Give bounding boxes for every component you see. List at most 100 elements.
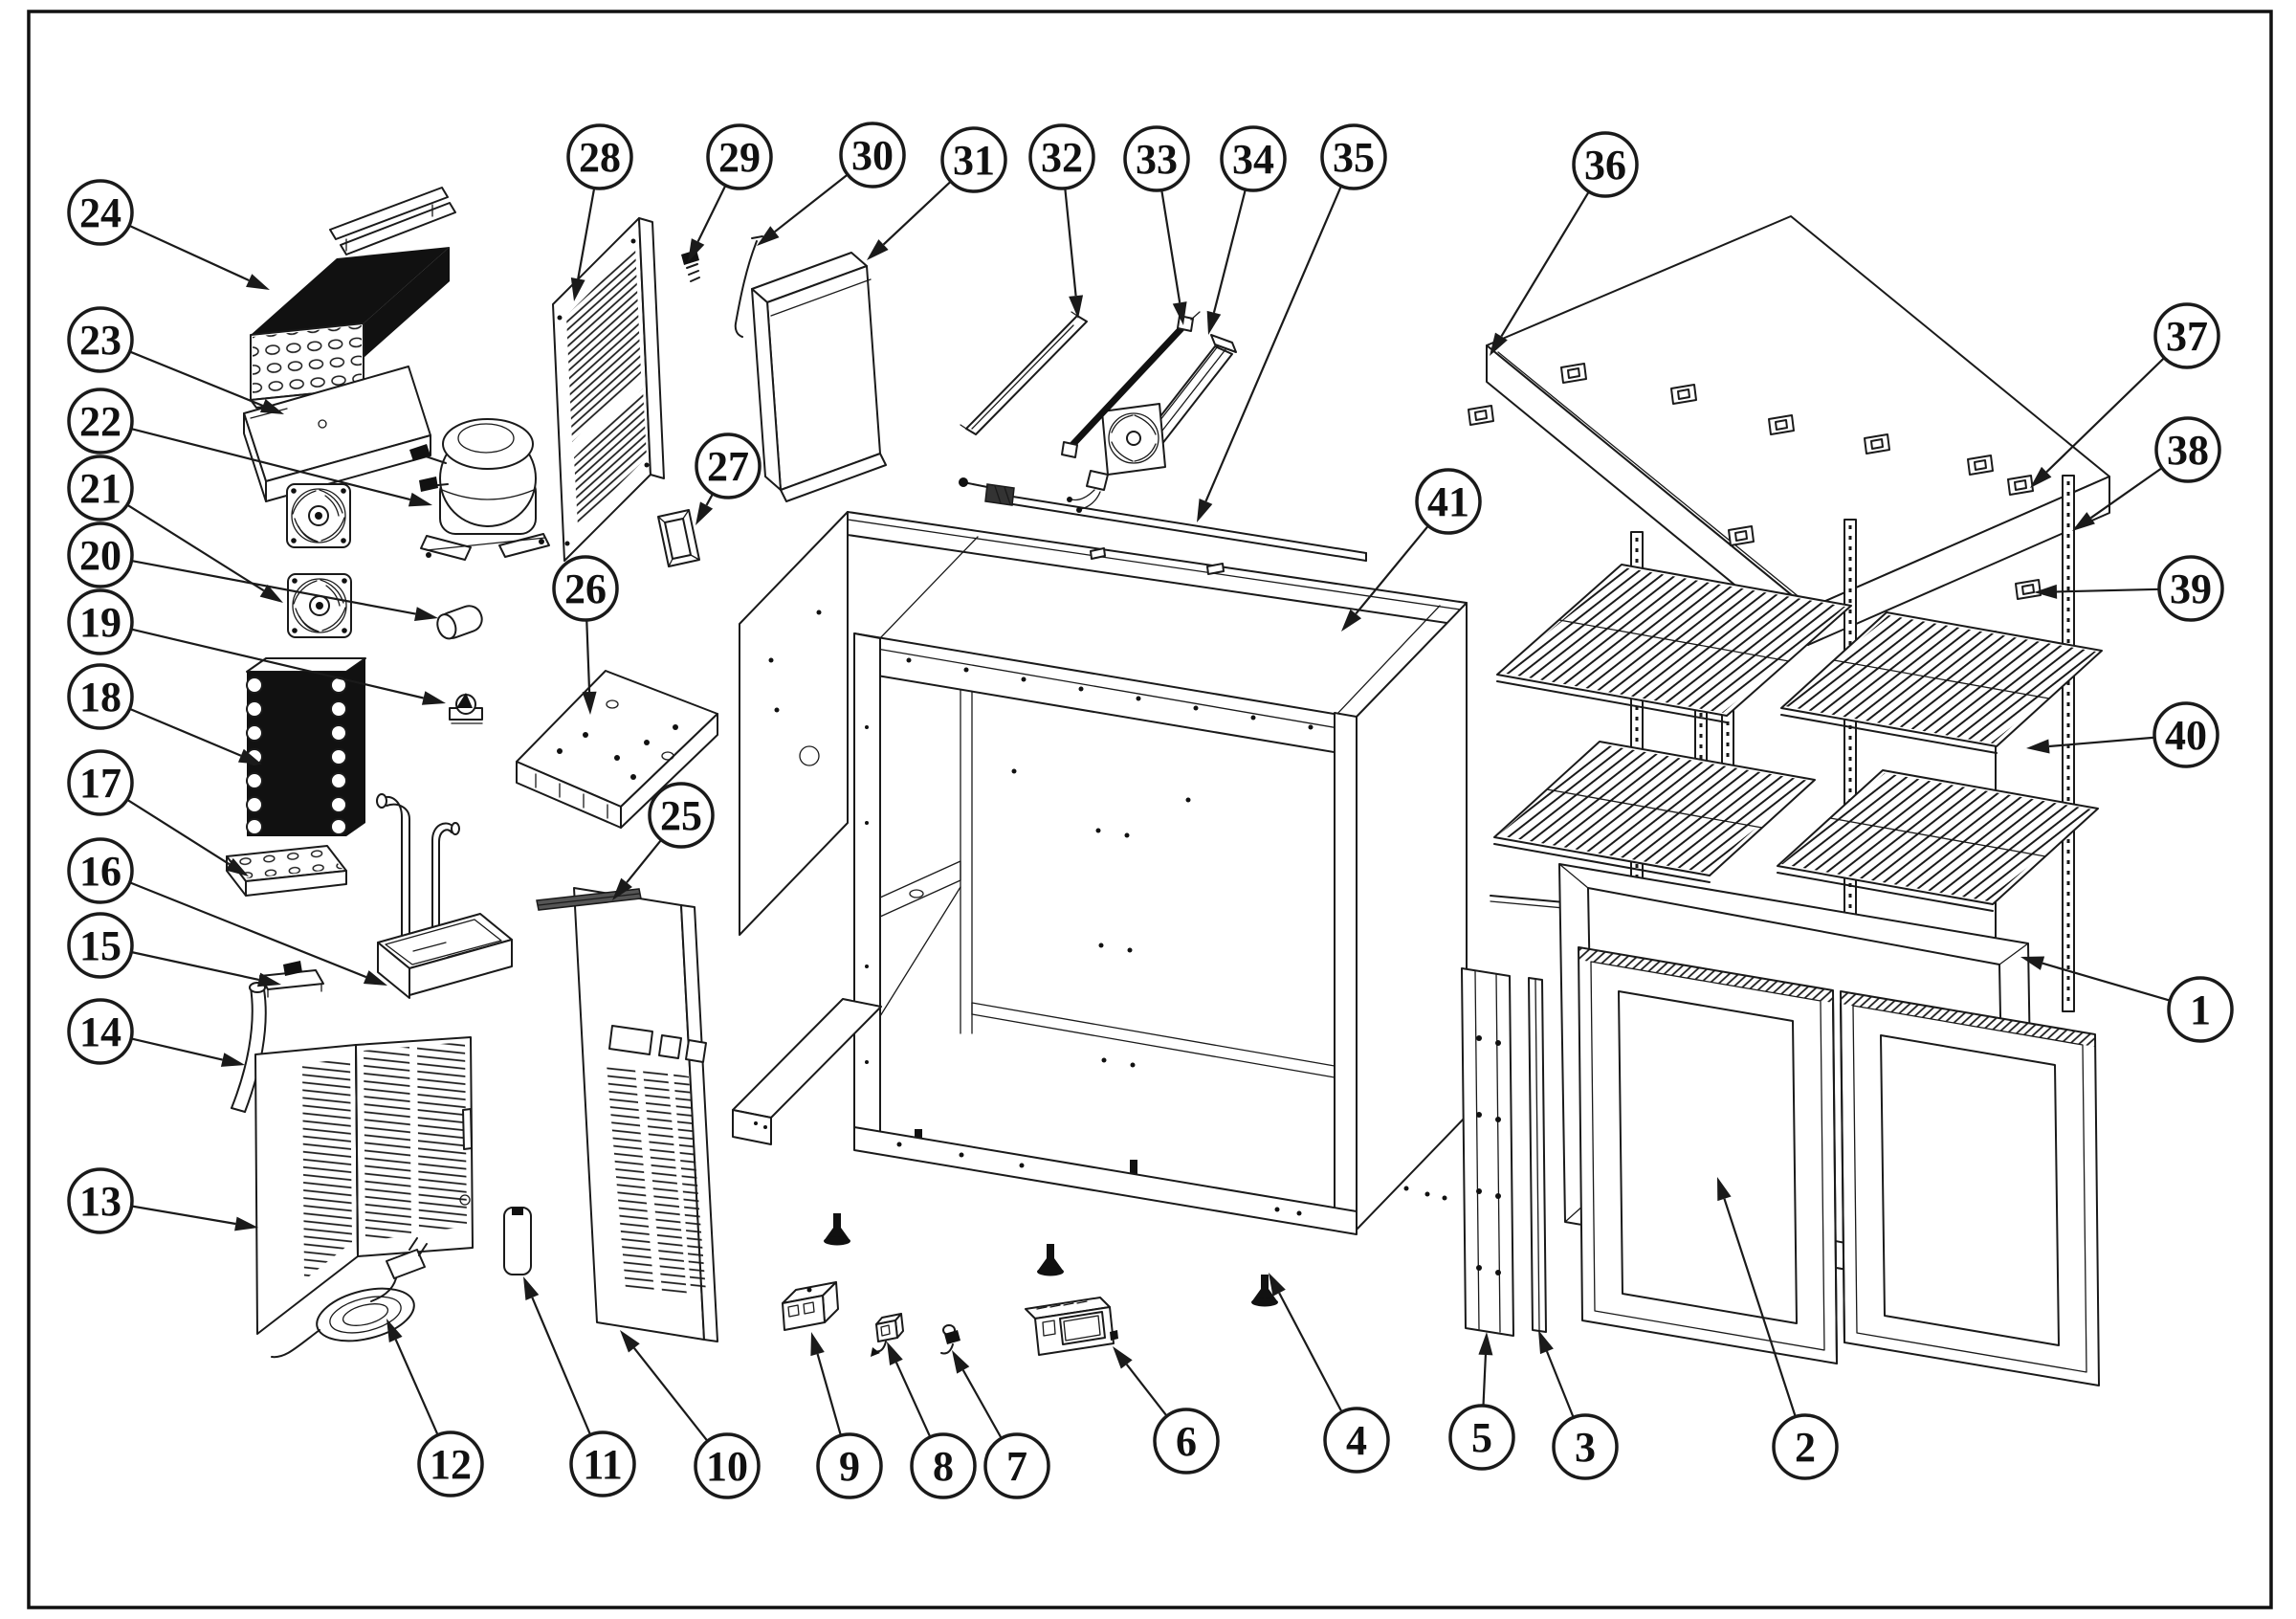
callout-leader-34: [1206, 189, 1247, 335]
support-rail: [960, 311, 1088, 435]
start-capacitor: [436, 605, 483, 640]
callout-number-13: 13: [79, 1178, 121, 1225]
callout-number-7: 7: [1006, 1443, 1027, 1490]
callout-leader-40: [2026, 736, 2155, 754]
callout-number-29: 29: [718, 134, 761, 181]
callout-leader-31: [867, 180, 952, 260]
callout-number-38: 38: [2167, 427, 2209, 474]
callout-number-23: 23: [79, 317, 121, 364]
callout-number-39: 39: [2170, 566, 2212, 612]
callout-8: 8: [910, 1432, 977, 1499]
callout-leader-41: [1341, 524, 1429, 632]
leader-lines: [126, 173, 2171, 1442]
digital-temperature-controller: [1025, 1297, 1118, 1356]
callout-number-16: 16: [79, 848, 121, 895]
condenser-fan-lower: [287, 573, 352, 638]
callout-leader-18: [128, 707, 262, 765]
callout-12: 12: [417, 1430, 484, 1497]
callout-number-17: 17: [79, 760, 121, 807]
callout-11: 11: [569, 1430, 636, 1497]
mounting-plate: [516, 670, 718, 829]
callout-27: 27: [695, 432, 762, 499]
callout-leader-4: [1269, 1273, 1343, 1413]
callout-22: 22: [67, 388, 134, 455]
junction-box: [782, 1281, 839, 1331]
cabinet-body: [732, 511, 1468, 1235]
callout-29: 29: [706, 123, 773, 190]
callout-number-22: 22: [79, 398, 121, 445]
callout-leader-14: [130, 1037, 245, 1067]
callout-number-18: 18: [79, 674, 121, 721]
callout-number-30: 30: [851, 132, 894, 179]
callout-leader-26: [582, 619, 597, 715]
callout-leader-11: [523, 1276, 592, 1436]
callout-40: 40: [2152, 701, 2219, 768]
callout-33: 33: [1123, 125, 1190, 192]
door-trim-strip: [1528, 977, 1547, 1333]
callout-13: 13: [67, 1167, 134, 1234]
callout-leader-28: [570, 188, 596, 301]
callout-leader-9: [810, 1332, 842, 1436]
callout-leader-30: [757, 173, 849, 246]
callout-number-12: 12: [430, 1441, 472, 1488]
callout-26: 26: [552, 555, 619, 622]
louvered-service-panel: [573, 887, 718, 1342]
capillary-tube: [734, 235, 763, 338]
callout-number-10: 10: [706, 1443, 748, 1490]
callout-leader-21: [126, 503, 283, 603]
callout-leader-6: [1113, 1346, 1168, 1417]
callout-number-25: 25: [660, 792, 702, 839]
callout-24: 24: [67, 179, 134, 246]
callout-number-40: 40: [2165, 712, 2207, 759]
callout-21: 21: [67, 455, 134, 521]
callout-leader-16: [129, 881, 387, 986]
callout-leader-22: [130, 428, 432, 507]
callout-number-32: 32: [1041, 134, 1083, 181]
callout-leader-24: [128, 224, 270, 290]
callout-number-5: 5: [1471, 1414, 1492, 1461]
callout-number-36: 36: [1584, 142, 1626, 189]
callout-41: 41: [1415, 468, 1482, 535]
heater-tube: [959, 477, 1367, 562]
callout-leader-29: [688, 185, 727, 262]
callout-number-6: 6: [1176, 1418, 1197, 1465]
callout-leader-7: [952, 1350, 1003, 1439]
callout-leader-32: [1064, 188, 1084, 319]
switch-box: [657, 509, 700, 567]
callout-23: 23: [67, 306, 134, 373]
callout-14: 14: [67, 998, 134, 1065]
callout-number-28: 28: [579, 134, 621, 181]
callout-10: 10: [694, 1432, 761, 1499]
cover-plate: [503, 1207, 532, 1275]
callout-number-34: 34: [1232, 136, 1274, 183]
louvered-grille-door: [254, 1036, 474, 1335]
callout-15: 15: [67, 912, 134, 979]
callout-leader-15: [131, 950, 281, 987]
callout-number-41: 41: [1427, 478, 1469, 525]
callout-number-20: 20: [79, 532, 121, 579]
callout-leader-13: [131, 1205, 258, 1231]
callout-leader-39: [2034, 584, 2160, 599]
callout-number-33: 33: [1136, 136, 1178, 183]
callout-leader-19: [130, 628, 446, 705]
callout-2: 2: [1772, 1413, 1839, 1480]
callout-number-35: 35: [1333, 134, 1375, 181]
callout-leader-35: [1197, 185, 1342, 522]
callout-25: 25: [648, 782, 715, 849]
callout-leader-33: [1160, 189, 1187, 325]
callout-16: 16: [67, 837, 134, 904]
callout-31: 31: [940, 126, 1007, 193]
evaporator-cover: [751, 252, 887, 502]
callout-number-4: 4: [1346, 1417, 1367, 1464]
callout-leader-10: [620, 1330, 709, 1442]
callout-35: 35: [1320, 123, 1387, 190]
callout-leader-38: [2072, 467, 2163, 531]
callout-7: 7: [983, 1432, 1050, 1499]
callout-number-31: 31: [953, 137, 995, 184]
callout-3: 3: [1552, 1413, 1619, 1480]
callout-17: 17: [67, 749, 134, 816]
relay-connector: [871, 1313, 904, 1357]
